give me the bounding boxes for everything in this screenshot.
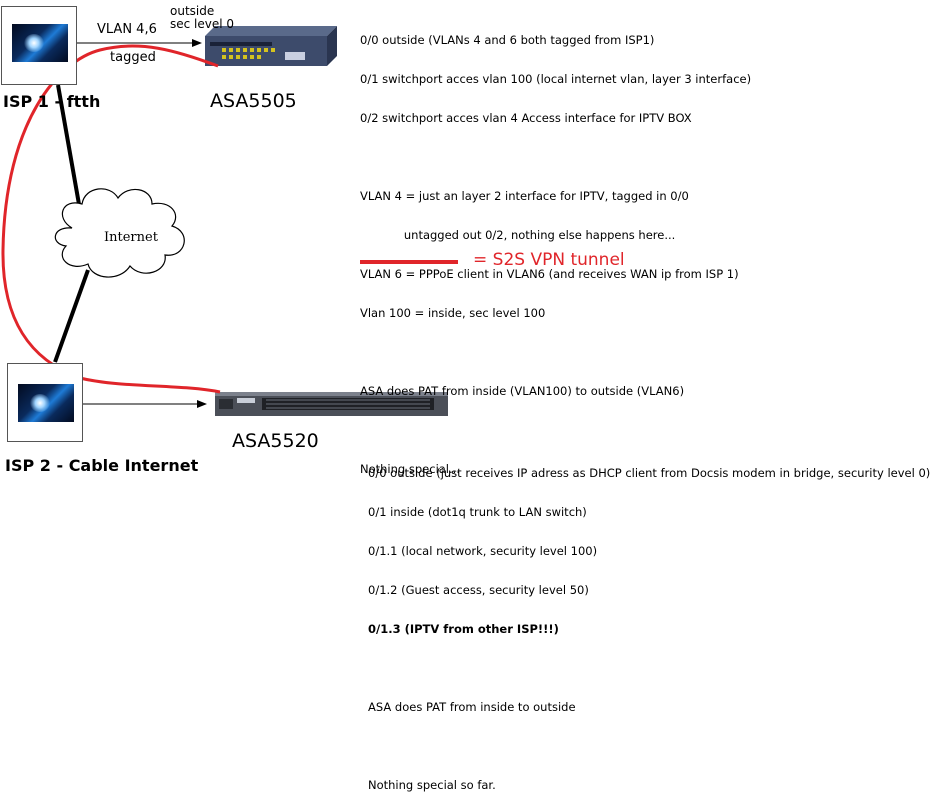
note-line: 0/1 switchport acces vlan 100 (local int… xyxy=(360,72,752,86)
vlan-tagged-label: tagged xyxy=(110,50,156,65)
fiber-optic-icon xyxy=(18,384,74,422)
note-line: 0/2 switchport acces vlan 4 Access inter… xyxy=(360,111,692,125)
note-line: Nothing special so far. xyxy=(368,778,496,792)
note-line: 0/0 outside (just receives IP adress as … xyxy=(368,466,931,480)
note-line xyxy=(368,662,930,675)
note-line: Vlan 100 = inside, sec level 100 xyxy=(360,306,546,320)
link-isp1-cloud xyxy=(56,84,82,211)
security-level-label: sec level 0 xyxy=(170,17,235,31)
note-line xyxy=(368,740,930,753)
asa5520-notes: 0/0 outside (just receives IP adress as … xyxy=(368,441,930,805)
arrow-head-isp1 xyxy=(192,39,202,47)
network-diagram xyxy=(1,26,458,416)
rack-firewall-icon xyxy=(215,392,448,416)
vlan-uplink-label: VLAN 4,6 xyxy=(97,22,157,37)
firewall-appliance-icon xyxy=(205,26,337,66)
asa5520-label: ASA5520 xyxy=(232,430,319,452)
outside-label: outside xyxy=(170,4,215,18)
isp1-label: ISP 1 - ftth xyxy=(3,92,101,111)
note-line: untagged out 0/2, nothing else happens h… xyxy=(360,228,676,242)
isp2-label: ISP 2 - Cable Internet xyxy=(5,456,199,475)
note-line: ASA does PAT from inside (VLAN100) to ou… xyxy=(360,384,685,398)
asa5505-notes: 0/0 outside (VLANs 4 and 6 both tagged f… xyxy=(360,8,751,489)
note-line: ASA does PAT from inside to outside xyxy=(368,700,576,714)
internet-cloud-icon xyxy=(54,188,185,278)
note-line xyxy=(360,151,751,164)
s2s-vpn-tunnel xyxy=(1,44,221,394)
internet-label: Internet xyxy=(104,230,158,245)
note-line: 0/1.1 (local network, security level 100… xyxy=(368,544,598,558)
note-line xyxy=(360,346,751,359)
note-line: 0/0 outside (VLANs 4 and 6 both tagged f… xyxy=(360,33,655,47)
isp2-box xyxy=(7,363,83,442)
note-line xyxy=(360,424,751,437)
note-line: 0/1.2 (Guest access, security level 50) xyxy=(368,583,589,597)
asa5505-label: ASA5505 xyxy=(210,90,297,112)
arrow-head-isp2 xyxy=(197,400,207,408)
note-line: Nothing special... xyxy=(360,462,460,476)
note-line: 0/1 inside (dot1q trunk to LAN switch) xyxy=(368,505,587,519)
isp1-box xyxy=(1,6,77,85)
note-line: VLAN 4 = just an layer 2 interface for I… xyxy=(360,189,689,203)
link-cloud-isp2 xyxy=(53,269,90,363)
legend-text: = S2S VPN tunnel xyxy=(473,250,625,270)
note-line: VLAN 6 = PPPoE client in VLAN6 (and rece… xyxy=(360,267,739,281)
note-line: 0/1.3 (IPTV from other ISP!!!) xyxy=(368,622,559,636)
fiber-optic-icon xyxy=(12,24,68,62)
